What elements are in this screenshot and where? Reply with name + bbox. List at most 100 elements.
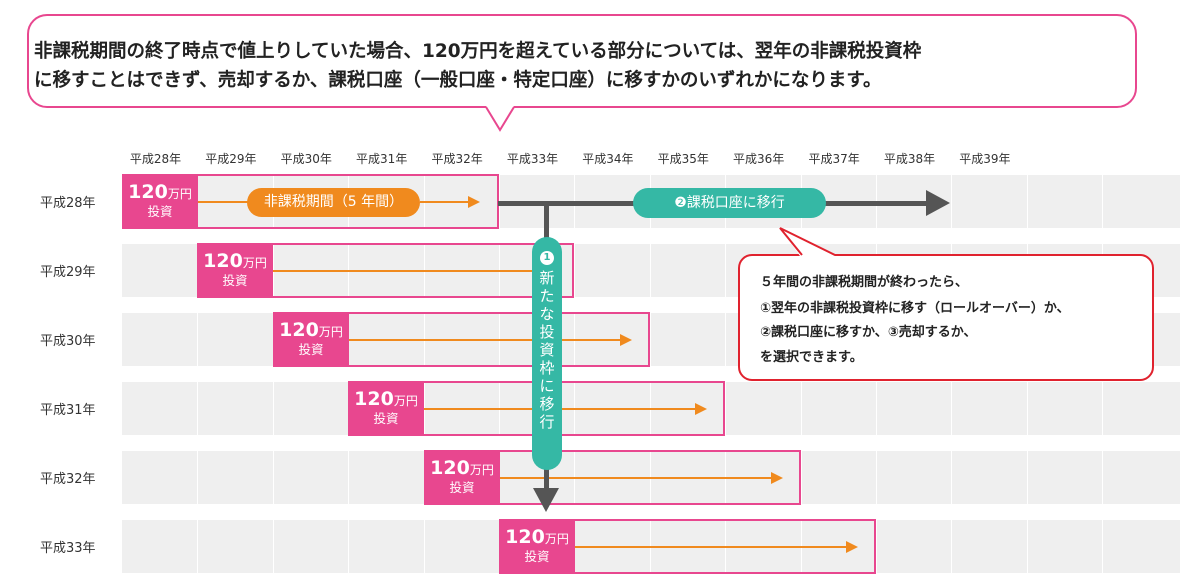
grid-divider [1102, 382, 1103, 435]
investment-label: 投資 [449, 480, 475, 495]
arrow-right-icon [926, 190, 950, 216]
investment-block: 120万円投資 [424, 450, 500, 505]
investment-label: 投資 [298, 342, 324, 357]
amount-unit: 万円 [167, 187, 192, 201]
orange-arrow-line [420, 201, 468, 203]
arrow-head-icon [468, 196, 480, 208]
grid-divider [273, 520, 274, 573]
callout-box [27, 14, 1137, 108]
year-header-label: 平成31年 [356, 152, 408, 166]
orange-arrow-line [273, 270, 532, 272]
amount-unit: 万円 [469, 463, 494, 477]
investment-amount: 120万円 [197, 251, 273, 273]
amount-unit: 万円 [544, 532, 569, 546]
arrow-down-icon [533, 488, 559, 512]
amount-value: 120 [128, 181, 168, 203]
callout-text-line-1: 非課税期間の終了時点で値上りしていた場合、120万円を超えている部分については、… [34, 41, 922, 62]
year-header-label: 平成30年 [280, 152, 332, 166]
row-label: 平成28年 [40, 196, 96, 211]
grid-divider [725, 244, 726, 297]
year-header-label: 平成38年 [883, 152, 936, 166]
investment-block: 120万円投資 [348, 381, 424, 436]
row-label: 平成30年 [40, 334, 96, 349]
callout-text-line-2: に移すことはできず、売却するか、課税口座（一般口座・特定口座）に移すかのいずれか… [34, 70, 882, 91]
row-label: 平成33年 [40, 541, 96, 556]
investment-amount: 120万円 [499, 527, 575, 549]
grid-divider [951, 175, 952, 228]
year-header-label: 平成32年 [431, 152, 483, 166]
grid-divider [197, 451, 198, 504]
arrow-head-icon [846, 541, 858, 553]
investment-block: 120万円投資 [122, 174, 198, 229]
note-box [738, 254, 1154, 381]
grid-divider [951, 520, 952, 573]
year-header-label: 平成35年 [657, 152, 709, 166]
arrow-head-icon [695, 403, 707, 415]
grid-divider [801, 451, 802, 504]
grid-divider [424, 520, 425, 573]
grid-divider [876, 520, 877, 573]
amount-unit: 万円 [318, 325, 343, 339]
grid-divider [876, 451, 877, 504]
amount-value: 120 [279, 319, 319, 341]
arrow-head-icon [771, 472, 783, 484]
amount-value: 120 [430, 457, 470, 479]
note-line-3: ②課税口座に移すか、③売却するか、 [760, 325, 977, 340]
amount-value: 120 [203, 250, 243, 272]
grid-divider [650, 313, 651, 366]
investment-block: 120万円投資 [197, 243, 273, 298]
grid-divider [348, 451, 349, 504]
grid-divider [1027, 520, 1028, 573]
investment-block: 120万円投資 [273, 312, 349, 367]
grid-divider [951, 451, 952, 504]
grid-divider [273, 451, 274, 504]
new-frame-label: 1 新たな投資枠に移行 [532, 237, 562, 470]
row-label: 平成32年 [40, 472, 96, 487]
grid-divider [801, 382, 802, 435]
orange-arrow-line [198, 201, 248, 203]
grid-divider [574, 244, 575, 297]
investment-amount: 120万円 [273, 320, 349, 342]
note-line-1: ５年間の非課税期間が終わったら、 [760, 275, 969, 290]
amount-value: 120 [505, 526, 545, 548]
year-header-label: 平成36年 [733, 152, 785, 166]
amount-unit: 万円 [242, 256, 267, 270]
year-header-label: 平成37年 [808, 152, 860, 166]
investment-label: 投資 [222, 273, 248, 288]
new-frame-text: 新たな投資枠に移行 [539, 269, 555, 431]
year-header-label: 平成33年 [506, 152, 559, 166]
grid-divider [1102, 175, 1103, 228]
orange-arrow-line [575, 546, 846, 548]
year-header-label: 平成34年 [582, 152, 634, 166]
row-label: 平成29年 [40, 265, 96, 280]
investment-amount: 120万円 [122, 182, 198, 204]
grid-divider [273, 382, 274, 435]
investment-label: 投資 [147, 204, 173, 219]
grid-divider [1027, 451, 1028, 504]
new-frame-number: 1 [540, 251, 554, 265]
grid-divider [197, 520, 198, 573]
grid-divider [876, 382, 877, 435]
grid-divider [725, 313, 726, 366]
grid-divider [1102, 451, 1103, 504]
investment-amount: 120万円 [348, 389, 424, 411]
year-header-label: 平成28年 [129, 152, 182, 166]
year-header-label: 平成39年 [959, 152, 1011, 166]
grid-divider [951, 382, 952, 435]
investment-amount: 120万円 [424, 458, 500, 480]
grid-divider [348, 520, 349, 573]
grid-divider [1027, 382, 1028, 435]
row-label: 平成31年 [40, 403, 96, 418]
investment-block: 120万円投資 [499, 519, 575, 574]
note-line-4: を選択できます。 [760, 350, 863, 365]
note-line-2: ①翌年の非課税投資枠に移す（ロールオーバー）か、 [760, 301, 1070, 316]
orange-arrow-line [500, 477, 771, 479]
taxable-account-label: ❷課税口座に移行 [633, 188, 826, 218]
investment-label: 投資 [373, 411, 399, 426]
amount-value: 120 [354, 388, 394, 410]
orange-arrow-line [349, 339, 620, 341]
period-label: 非課税期間（5 年間） [247, 188, 420, 217]
grid-divider [197, 382, 198, 435]
grid-divider [650, 244, 651, 297]
year-header-label: 平成29年 [205, 152, 257, 166]
